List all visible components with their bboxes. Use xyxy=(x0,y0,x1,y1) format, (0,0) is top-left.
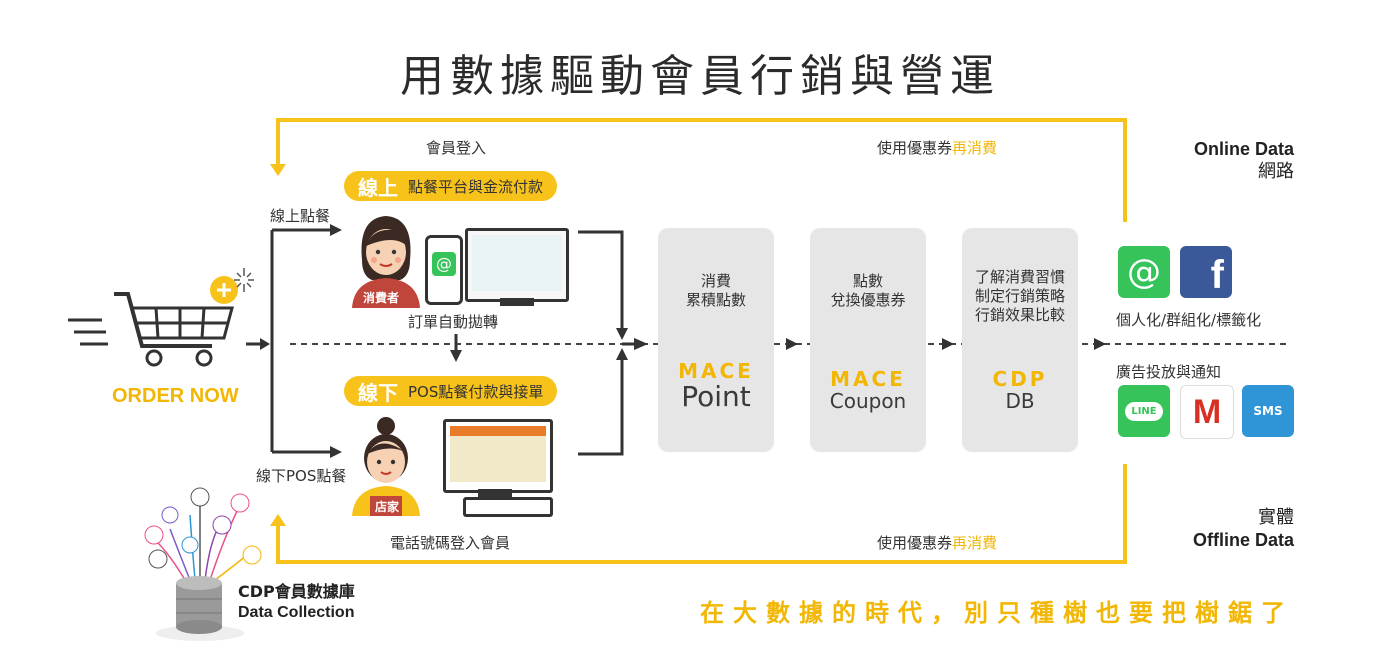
at-sign-icon: @ xyxy=(432,252,456,276)
reuse-coupon-bottom-label: 使用優惠券再消費 xyxy=(877,534,998,552)
personalize-label: 個人化/群組化/標籤化 xyxy=(1116,311,1262,329)
cdp-database-icon xyxy=(144,487,262,641)
sms-icon: SMS xyxy=(1242,385,1294,437)
offline-order-branch-label: 線下POS點餐 xyxy=(256,467,347,485)
facebook-icon: f xyxy=(1180,246,1232,298)
line-icon: LINE xyxy=(1118,385,1170,437)
auto-transfer-label: 訂單自動拋轉 xyxy=(408,313,499,331)
shopping-cart-icon xyxy=(68,268,254,367)
pos-stand xyxy=(478,489,512,497)
gmail-icon: M xyxy=(1180,385,1234,439)
at-sign-icon: @ xyxy=(1118,246,1170,298)
consumer-avatar xyxy=(352,216,420,308)
consumer-tag: 消費者 xyxy=(363,291,400,305)
store-tag: 店家 xyxy=(375,500,400,514)
member-login-label: 會員登入 xyxy=(426,139,487,157)
phone-icon: @ xyxy=(425,235,463,305)
phone-login-label: 電話號碼登入會員 xyxy=(390,534,511,552)
pos-base xyxy=(463,497,553,517)
online-order-branch-label: 線上點餐 xyxy=(270,207,331,225)
online-monitor-icon xyxy=(465,228,569,302)
page-title: 用數據驅動會員行銷與營運 xyxy=(400,51,1000,102)
monitor-stand xyxy=(500,298,534,306)
slogan: 在大數據的時代，別只種樹也要把樹鋸了 xyxy=(700,599,1294,627)
pos-monitor-icon xyxy=(443,419,553,493)
store-avatar xyxy=(352,417,420,516)
ads-label: 廣告投放與通知 xyxy=(1116,363,1222,381)
online-payment-pill: 線上點餐平台與金流付款 xyxy=(344,171,558,201)
reuse-coupon-top-label: 使用優惠券再消費 xyxy=(877,139,998,157)
order-now-label: ORDER NOW xyxy=(112,385,239,407)
